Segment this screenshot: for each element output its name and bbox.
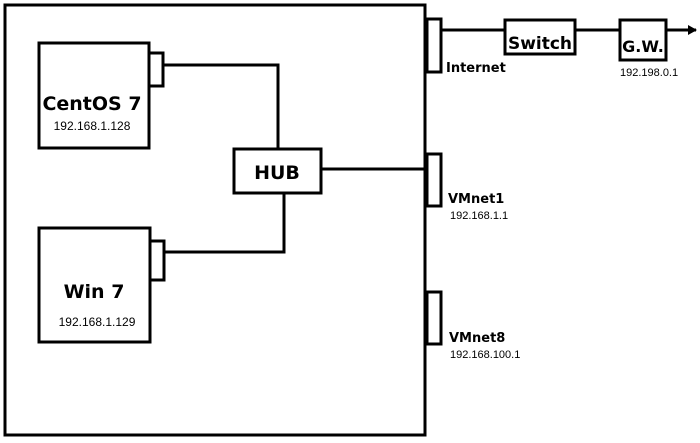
- centos-ip: 192.168.1.128: [54, 119, 131, 133]
- centos-label: CentOS 7: [42, 93, 141, 115]
- vmnet1-label: VMnet1: [448, 192, 504, 207]
- gateway-box: [618, 18, 668, 62]
- switch-label: Switch: [508, 34, 572, 54]
- vmnet1-adapter: [425, 152, 443, 208]
- centos-nic: [147, 51, 165, 88]
- win7-hub-link: [164, 193, 286, 254]
- internet-adapter: [425, 17, 443, 74]
- win7-label: Win 7: [64, 281, 125, 303]
- win7-box: [37, 226, 152, 344]
- internet-label: Internet: [446, 61, 506, 76]
- centos-box: [37, 41, 151, 150]
- vmnet1-ip: 192.168.1.1: [450, 210, 508, 222]
- vmnet8-label: VMnet8: [449, 331, 505, 346]
- win7-ip: 192.168.1.129: [59, 315, 136, 329]
- switch-box: [503, 18, 577, 56]
- hub-box: [232, 147, 323, 195]
- win7-nic: [148, 239, 166, 282]
- vmnet8-ip: 192.168.100.1: [450, 349, 520, 361]
- gateway-ip: 192.198.0.1: [620, 67, 678, 79]
- gateway-label: G.W.: [622, 37, 664, 56]
- centos-hub-link: [163, 63, 280, 149]
- vmnet8-adapter: [425, 290, 443, 346]
- hub-label: HUB: [254, 162, 300, 184]
